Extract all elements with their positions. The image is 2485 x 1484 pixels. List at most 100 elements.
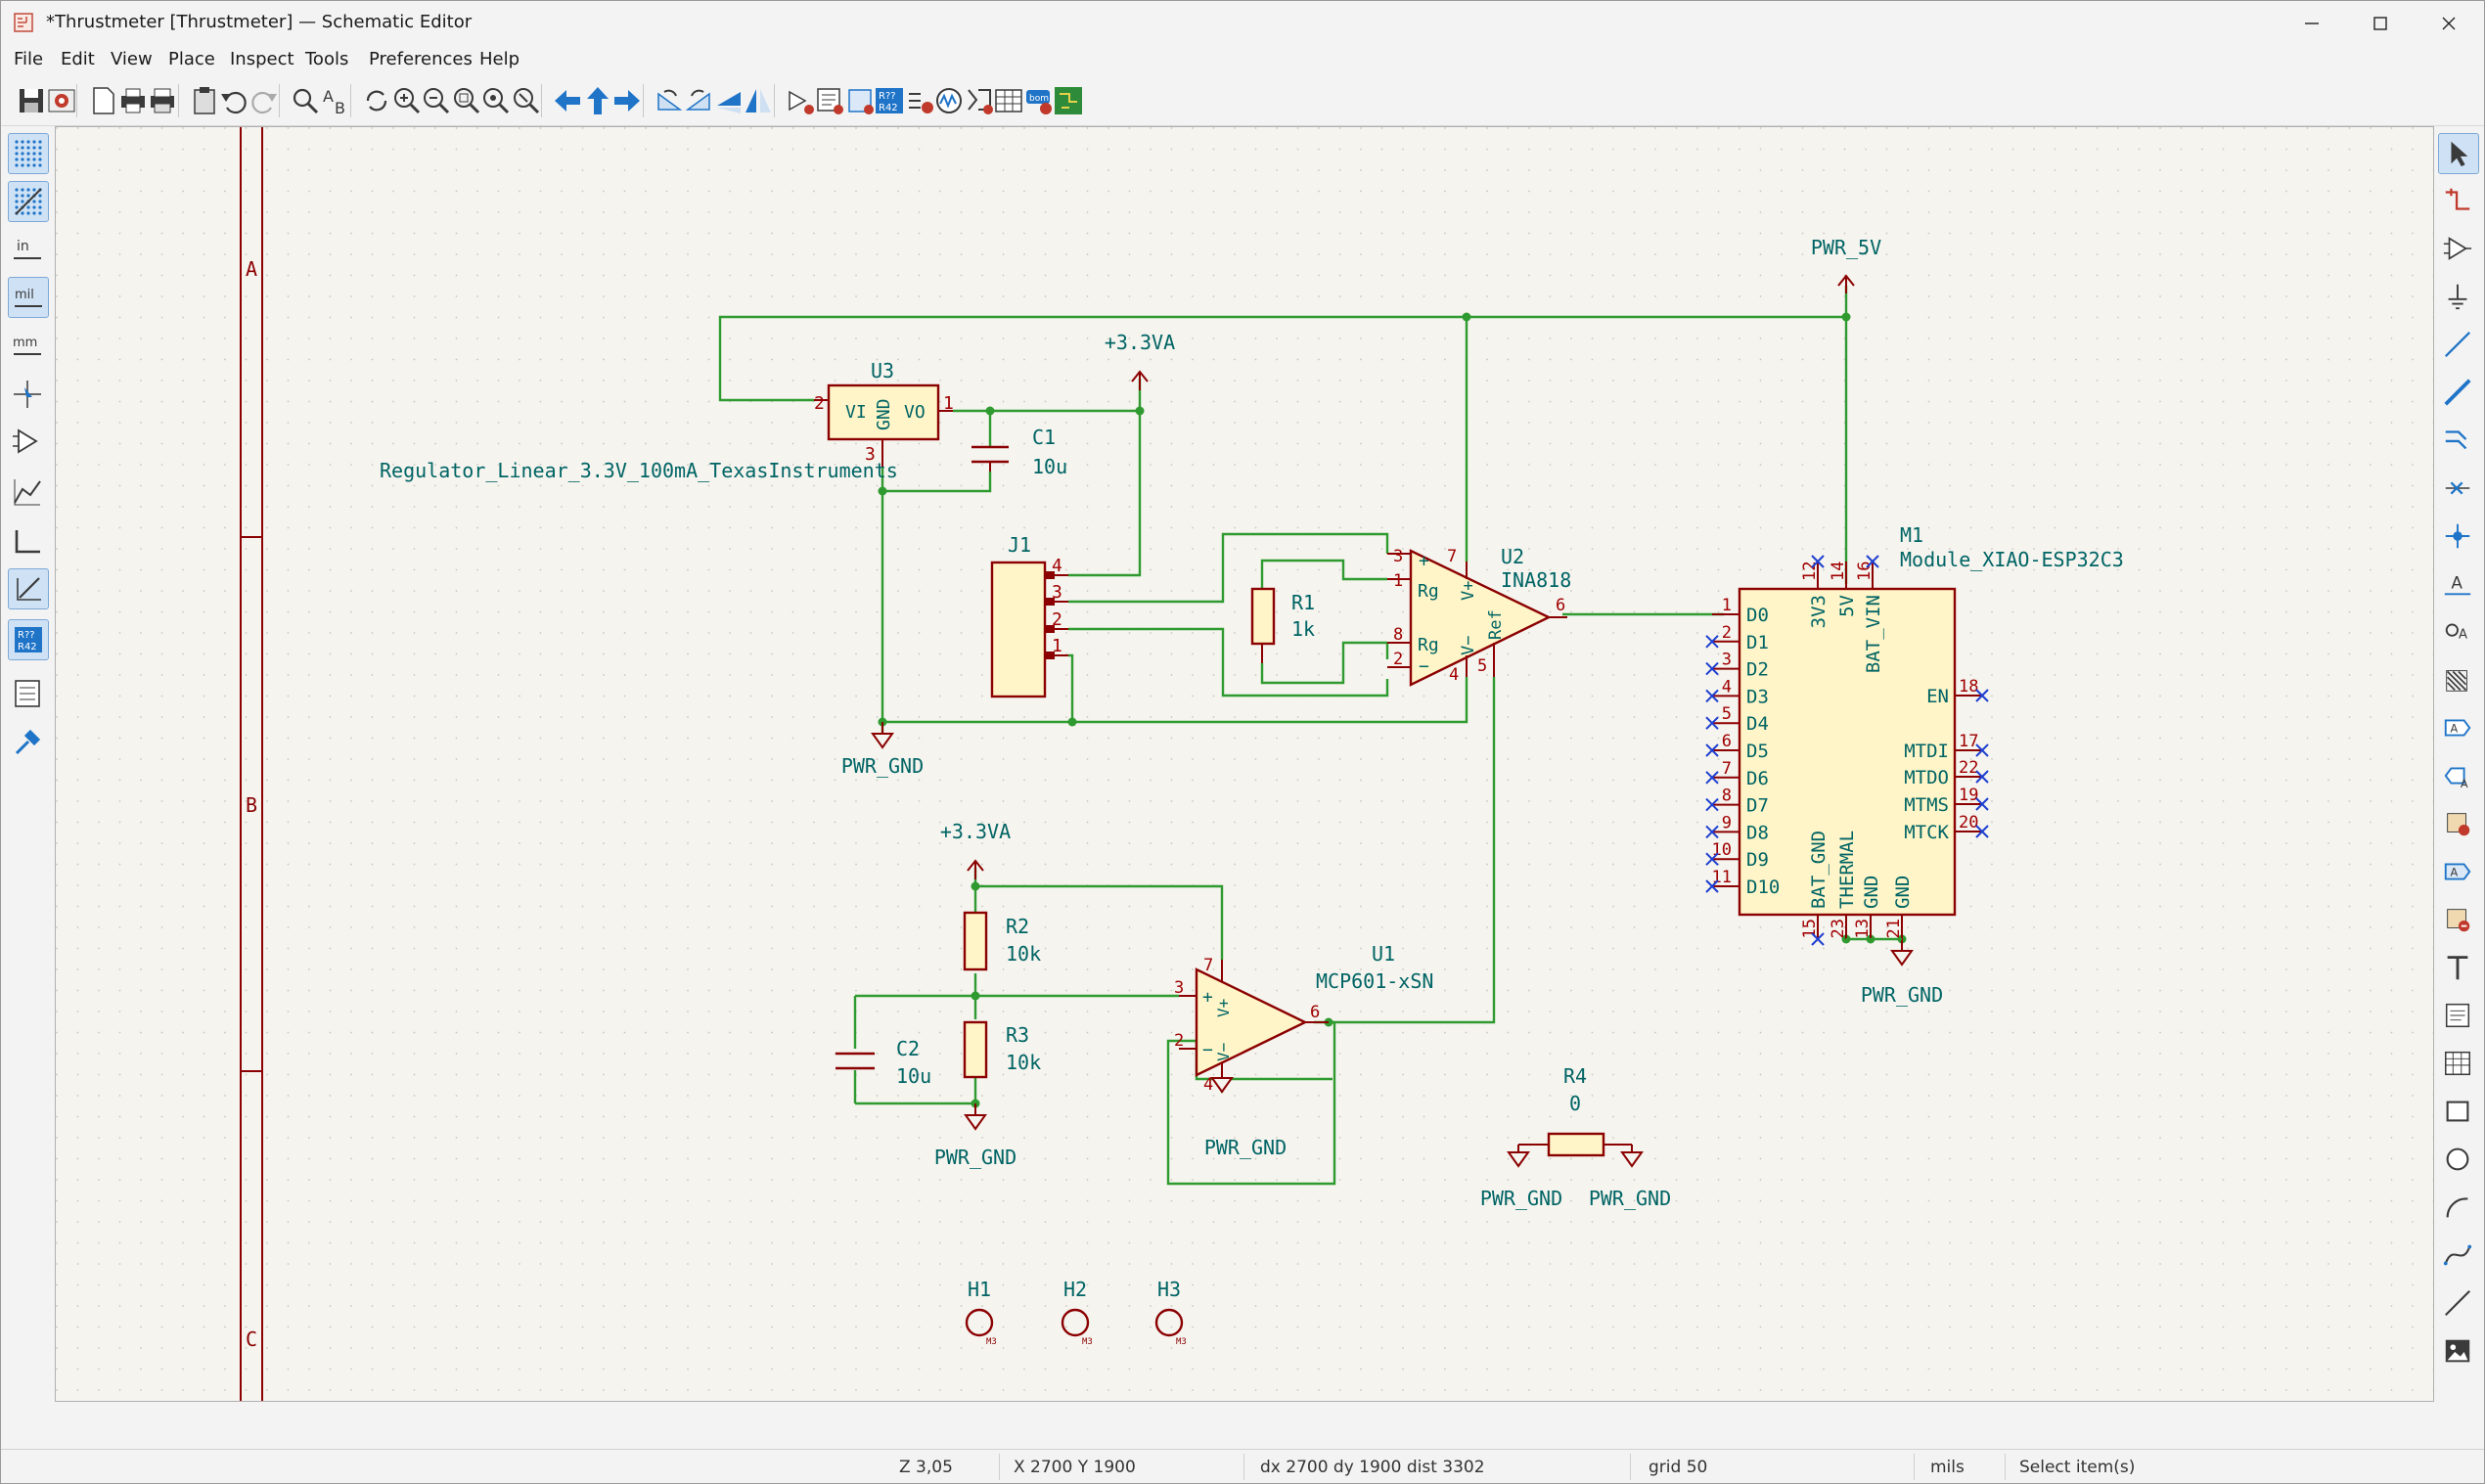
properties-panel-toggle[interactable] <box>8 723 47 762</box>
text-tool[interactable] <box>2438 948 2477 987</box>
menu-tools[interactable]: Tools <box>305 49 349 69</box>
symbol-editor-button[interactable] <box>782 82 819 119</box>
h1-mounting-hole[interactable]: H1 M3 <box>965 1278 997 1347</box>
c1-capacitor[interactable]: C1 10u <box>971 426 1067 478</box>
menu-preferences[interactable]: Preferences <box>369 49 473 69</box>
net-label-tool[interactable]: A <box>2438 564 2477 604</box>
zoom-selection-button[interactable] <box>508 82 545 119</box>
maximize-button[interactable] <box>2349 1 2412 45</box>
minimize-button[interactable] <box>2281 1 2343 45</box>
h3-mounting-hole[interactable]: H3 M3 <box>1154 1278 1187 1347</box>
u2-pin8: 8 <box>1393 625 1403 645</box>
symbol-fields-table-button[interactable] <box>990 82 1027 119</box>
wire-angle-any-toggle[interactable] <box>8 472 47 512</box>
mirror-horizontal-button[interactable] <box>740 82 777 119</box>
u2-inamp[interactable]: U2 INA818 3 1 8 2 7 4 5 6 + − Rg Rg V+ V… <box>1387 545 1571 687</box>
import-sheet-pin-tool[interactable] <box>2438 804 2477 843</box>
zoom-objects-icon <box>483 88 510 114</box>
menu-inspect[interactable]: Inspect <box>230 49 294 69</box>
mirror-vertical-button[interactable] <box>710 82 747 119</box>
grid-dots-toggle[interactable] <box>8 133 49 174</box>
units-mm-toggle[interactable]: mm <box>8 326 47 365</box>
paste-button[interactable] <box>186 82 223 119</box>
u3-regulator[interactable]: U3 VI VO GND 2 1 3 Regulator_Linear_3.3V… <box>380 359 954 482</box>
c2-capacitor[interactable]: C2 10u <box>836 1037 931 1088</box>
textbox-tool[interactable] <box>2438 996 2477 1035</box>
menu-edit[interactable]: Edit <box>61 49 95 69</box>
navigate-back-button[interactable] <box>549 82 586 119</box>
units-inches-toggle[interactable]: in <box>8 230 47 269</box>
zoom-out-button[interactable] <box>418 82 455 119</box>
menu-help[interactable]: Help <box>479 49 520 69</box>
wire-angle-45-toggle[interactable] <box>8 568 49 609</box>
hidden-pins-toggle[interactable] <box>8 422 47 461</box>
plot-button[interactable] <box>144 82 181 119</box>
menu-file[interactable]: File <box>14 49 44 69</box>
add-bus-entry-tool[interactable] <box>2438 421 2477 460</box>
units-mils-toggle[interactable]: mil <box>8 277 49 318</box>
close-button[interactable] <box>2417 1 2480 45</box>
annotate-button[interactable]: R??R42 <box>871 82 908 119</box>
hier-label-tool[interactable]: A <box>2438 708 2477 747</box>
line-tool[interactable] <box>2438 1283 2477 1323</box>
add-bus-tool[interactable] <box>2438 373 2477 412</box>
navigate-up-button[interactable] <box>579 82 616 119</box>
pcb-editor-button[interactable] <box>1050 82 1087 119</box>
schematic-setup-button[interactable] <box>43 82 80 119</box>
add-power-tool[interactable] <box>2438 277 2477 316</box>
add-wire-tool[interactable] <box>2438 325 2477 364</box>
find-button[interactable] <box>287 82 324 119</box>
schematic-canvas[interactable]: A B C <box>55 126 2434 1402</box>
r3-resistor[interactable]: R3 10k <box>963 1020 1041 1079</box>
zoom-objects-button[interactable] <box>477 82 515 119</box>
highlight-net-tool[interactable] <box>2438 181 2477 220</box>
hier-sheet-tool[interactable]: A <box>2438 756 2477 795</box>
image-tool[interactable] <box>2438 1331 2477 1371</box>
menu-place[interactable]: Place <box>168 49 215 69</box>
rotate-ccw-button[interactable] <box>651 82 688 119</box>
bezier-tool[interactable] <box>2438 1236 2477 1275</box>
r1-resistor[interactable]: R1 1k <box>1250 587 1315 663</box>
sync-sheet-pins-tool[interactable] <box>2438 900 2477 939</box>
erc-button[interactable] <box>901 82 938 119</box>
wire-angle-90-toggle[interactable] <box>8 521 47 561</box>
rotate-cw-button[interactable] <box>680 82 717 119</box>
add-symbol-tool[interactable] <box>2438 229 2477 268</box>
select-tool[interactable] <box>2438 133 2479 174</box>
bom-button[interactable]: bom <box>1020 82 1058 119</box>
refresh-button[interactable] <box>358 82 395 119</box>
net-class-tool[interactable]: A <box>2438 612 2477 652</box>
hierarchy-navigator-toggle[interactable] <box>8 674 47 713</box>
netlist-button[interactable] <box>961 82 998 119</box>
menu-view[interactable]: View <box>111 49 153 69</box>
r2-resistor[interactable]: R2 10k <box>963 911 1041 971</box>
j1-connector[interactable]: J1 4 3 2 1 <box>990 533 1068 698</box>
navigate-forward-button[interactable] <box>609 82 646 119</box>
u1-opamp[interactable]: U1 MCP601-xSN 3 2 7 4 6 + − V+ V− <box>1174 942 1433 1095</box>
symbol-browser-button[interactable] <box>811 82 848 119</box>
sheet-pin-tool[interactable]: A <box>2438 852 2477 891</box>
r4-resistor[interactable]: R4 0 <box>1518 1064 1632 1157</box>
redo-button[interactable] <box>246 82 283 119</box>
rectangle-tool[interactable] <box>2438 1092 2477 1131</box>
zoom-fit-button[interactable] <box>448 82 485 119</box>
arc-tool[interactable] <box>2438 1188 2477 1227</box>
circle-tool[interactable] <box>2438 1140 2477 1179</box>
zoom-in-button[interactable] <box>388 82 426 119</box>
table-tool[interactable] <box>2438 1044 2477 1083</box>
simulator-button[interactable] <box>930 82 968 119</box>
no-connect-tool[interactable] <box>2438 469 2477 508</box>
page-settings-button[interactable] <box>84 82 121 119</box>
global-label-tool[interactable] <box>2438 660 2477 699</box>
grid-overrides-toggle[interactable] <box>8 181 49 222</box>
footprint-assign-button[interactable] <box>841 82 879 119</box>
h2-mounting-hole[interactable]: H2 M3 <box>1061 1278 1093 1347</box>
undo-button[interactable] <box>215 82 252 119</box>
junction-tool[interactable] <box>2438 517 2477 556</box>
save-button[interactable] <box>13 82 50 119</box>
annotation-display-toggle[interactable]: R??R42 <box>8 619 49 660</box>
cursor-crosshair-toggle[interactable] <box>8 375 47 414</box>
print-button[interactable] <box>114 82 152 119</box>
